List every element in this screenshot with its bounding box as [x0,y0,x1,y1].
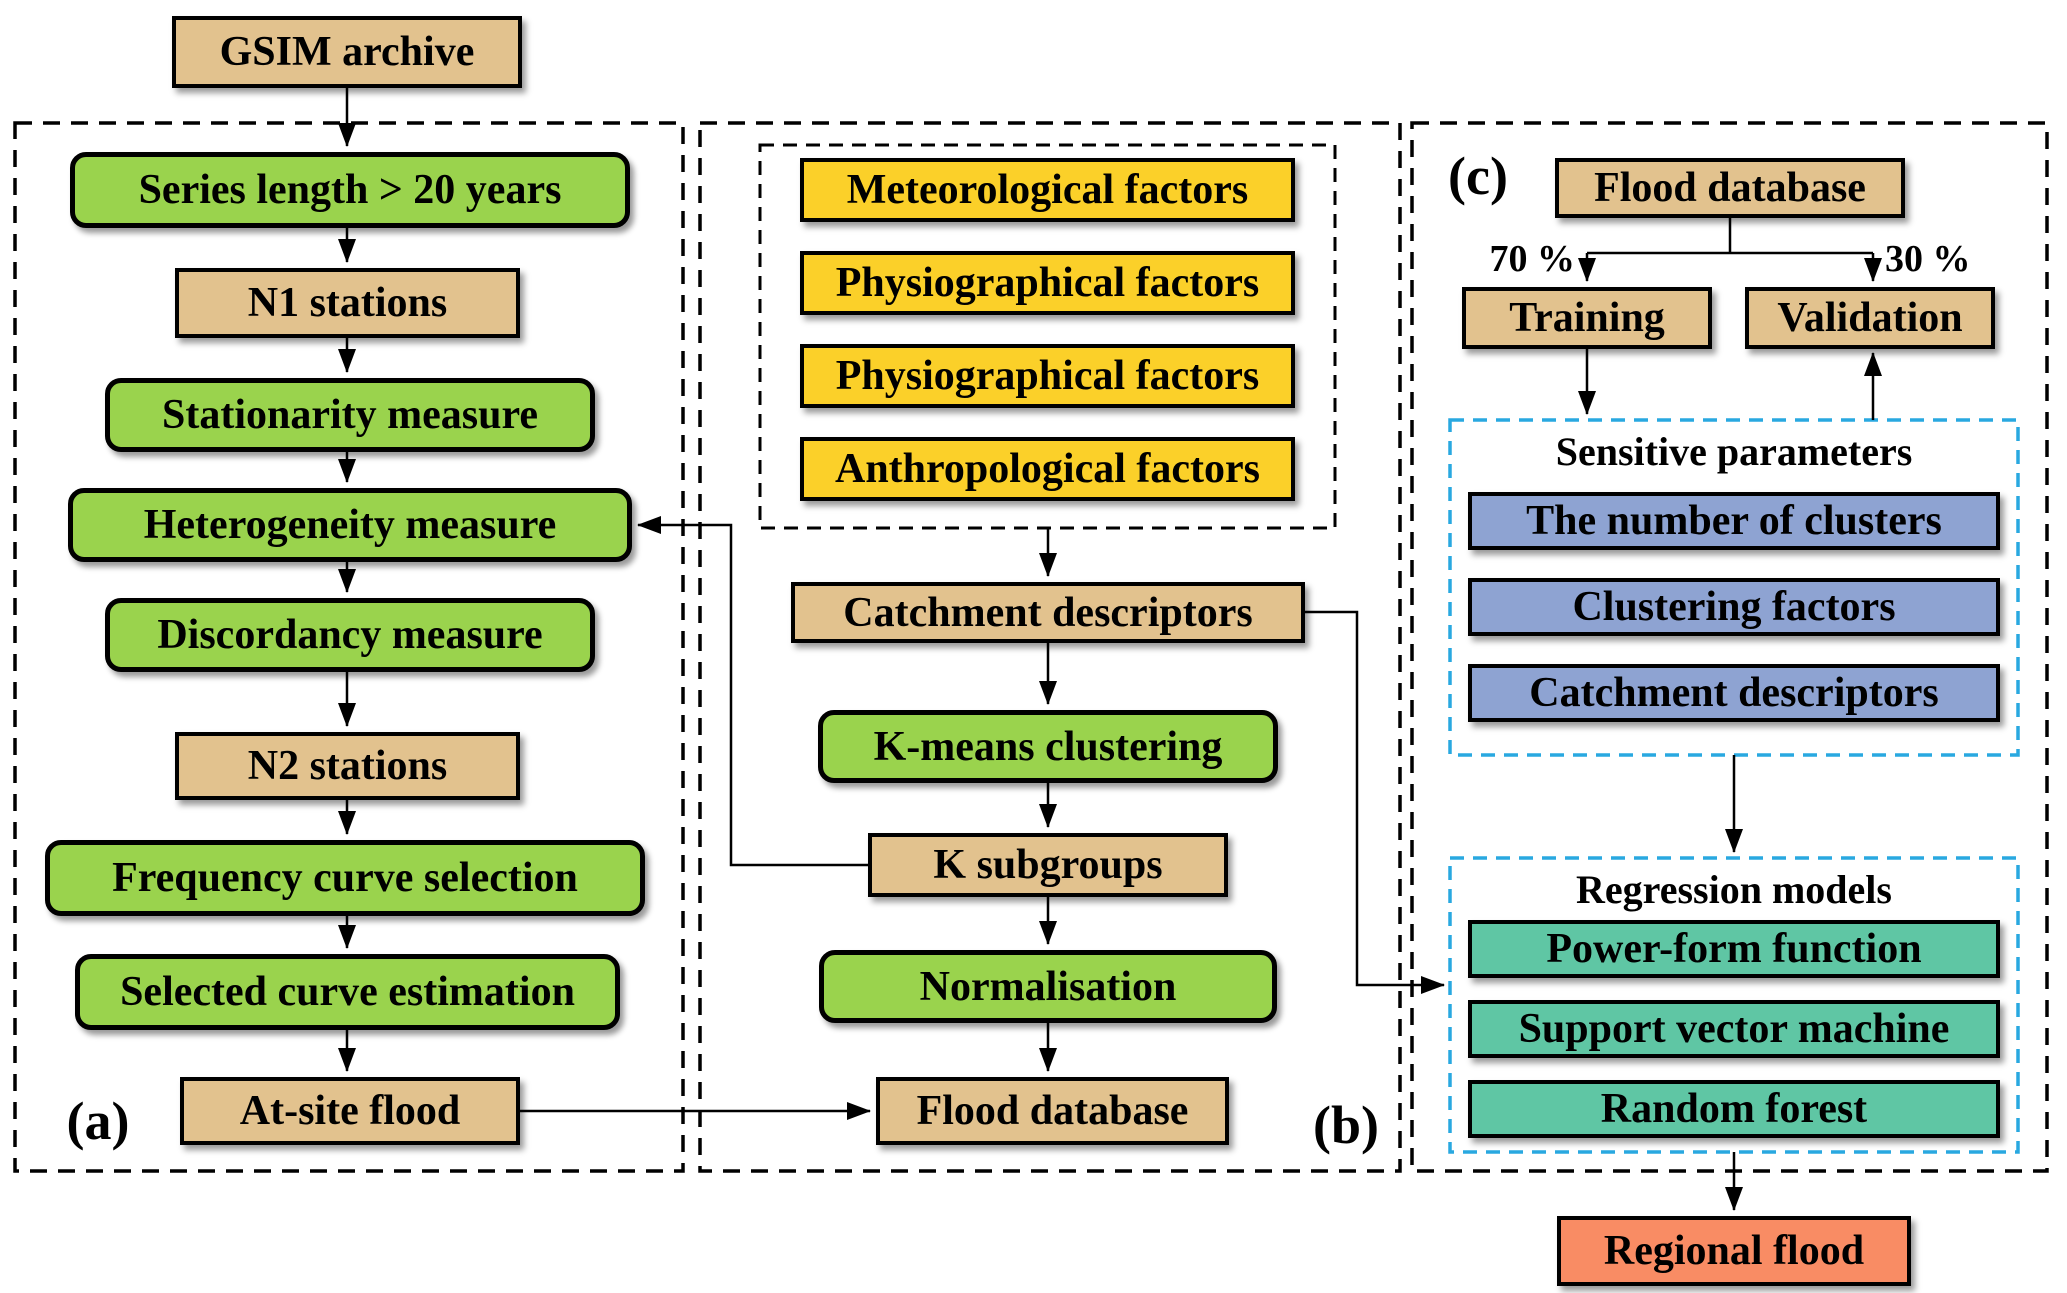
node-flood-database-c: Flood database [1555,158,1905,218]
node-physiographical-factors-2: Physiographical factors [800,344,1295,408]
node-gsim-archive: GSIM archive [172,16,522,88]
node-series-length: Series length > 20 years [70,152,630,228]
node-number-of-clusters: The number of clusters [1468,492,2000,550]
regression-models-title: Regression models [1576,866,1892,912]
node-at-site-flood: At-site flood [180,1077,520,1145]
connector-flooddb-split [1587,218,1873,255]
node-selected-curve-estimation: Selected curve estimation [75,954,620,1030]
node-n2-stations: N2 stations [175,732,520,800]
sensitive-parameters-title: Sensitive parameters [1555,428,1913,474]
connector-catchment-to-regression [1305,610,1445,994]
node-support-vector-machine: Support vector machine [1468,1000,2000,1058]
connector-ksubgroups-to-heterogeneity [637,516,868,867]
panel-a-border [13,121,685,1173]
node-random-forest: Random forest [1468,1080,2000,1138]
node-power-form-function: Power-form function [1468,920,2000,978]
panel-a-label: (a) [66,1091,130,1151]
node-physiographical-factors-1: Physiographical factors [800,251,1295,315]
node-n1-stations: N1 stations [175,268,520,338]
node-stationarity-measure: Stationarity measure [105,378,595,452]
node-validation: Validation [1745,287,1995,349]
node-discordancy-measure: Discordancy measure [105,598,595,672]
node-catchment-descriptors-c: Catchment descriptors [1468,664,2000,722]
node-kmeans-clustering: K-means clustering [818,710,1278,783]
node-flood-database-b: Flood database [876,1077,1229,1145]
panel-c-label: (c) [1448,146,1508,206]
split-30-percent-label: 30 % [1885,238,1971,280]
panel-b-label: (b) [1313,1095,1379,1155]
node-meteorological-factors: Meteorological factors [800,158,1295,222]
split-70-percent-label: 70 % [1489,238,1576,280]
node-normalisation: Normalisation [819,950,1277,1023]
panel-c-border [1410,121,2049,1173]
node-k-subgroups: K subgroups [868,833,1228,897]
node-training: Training [1462,287,1712,349]
regression-models-border [1448,856,2020,1154]
node-regional-flood: Regional flood [1557,1216,1911,1286]
node-frequency-curve-selection: Frequency curve selection [45,840,645,916]
node-clustering-factors: Clustering factors [1468,578,2000,636]
node-heterogeneity-measure: Heterogeneity measure [68,488,632,562]
panel-b-border [698,121,1402,1173]
node-anthropological-factors: Anthropological factors [800,437,1295,501]
node-catchment-descriptors: Catchment descriptors [791,582,1305,643]
